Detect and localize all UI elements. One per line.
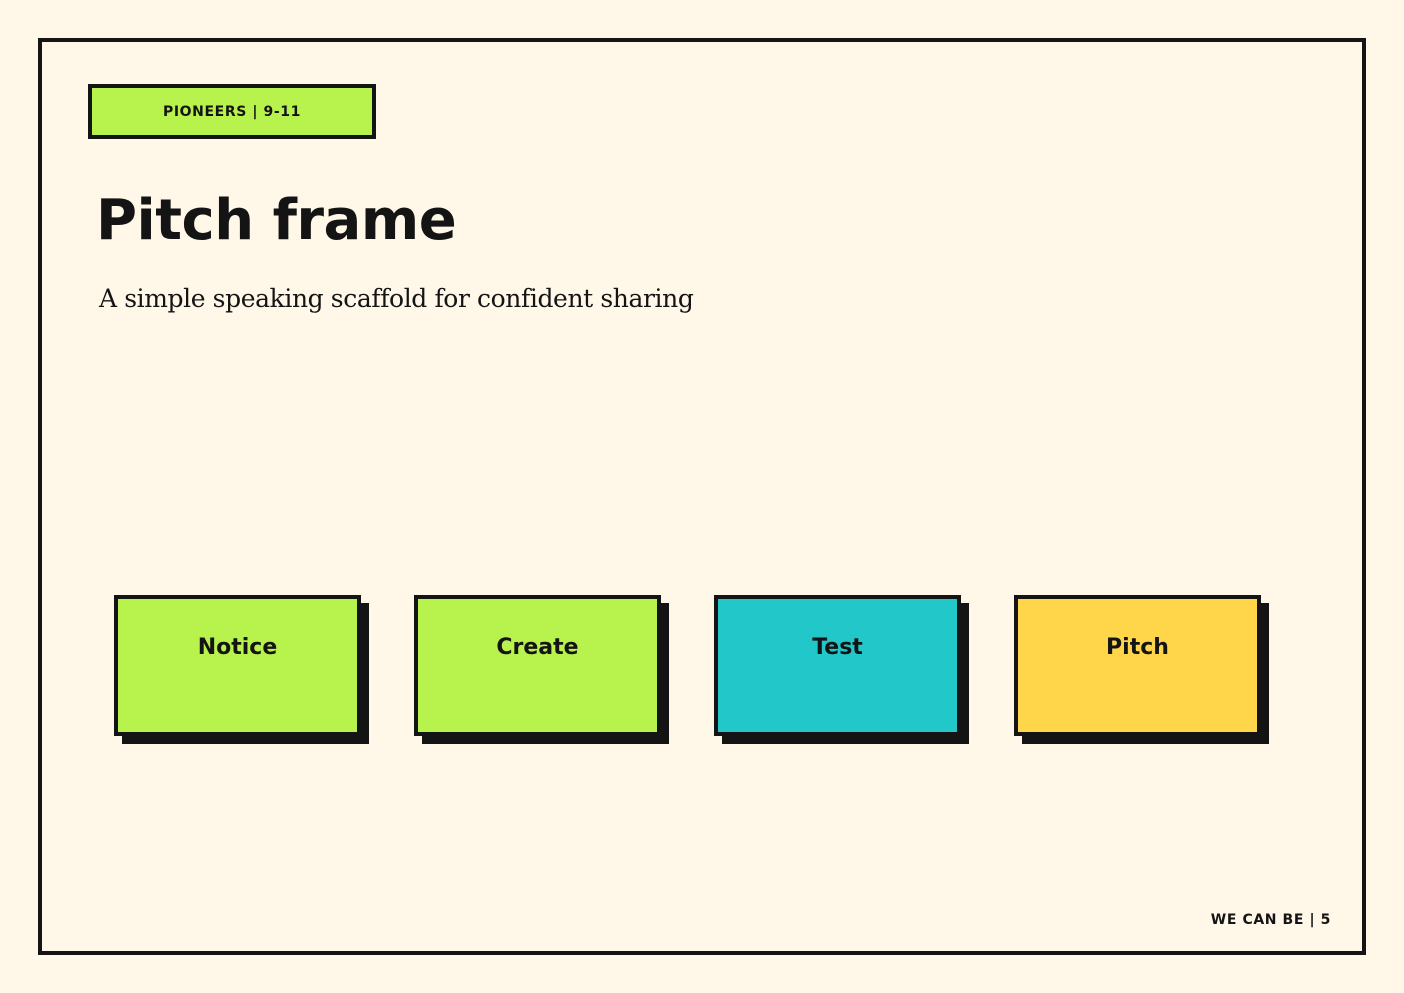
footer-page-label: WE CAN BE | 5: [1210, 912, 1331, 928]
step-card-row: Notice Create Test Pitch: [114, 595, 1274, 755]
page-subtitle: A simple speaking scaffold for confident…: [99, 284, 694, 313]
section-tag: PIONEERS | 9-11: [88, 84, 376, 139]
page-title: Pitch frame: [96, 188, 457, 253]
step-card-label: Test: [812, 635, 863, 660]
step-card-pitch[interactable]: Pitch: [1014, 595, 1261, 736]
step-card-label: Pitch: [1106, 635, 1169, 660]
step-card-create[interactable]: Create: [414, 595, 661, 736]
step-card-label: Notice: [197, 635, 278, 660]
slide-frame: [38, 38, 1366, 955]
step-card-notice[interactable]: Notice: [114, 595, 361, 736]
step-card-test[interactable]: Test: [714, 595, 961, 736]
step-card-label: Create: [496, 635, 579, 660]
section-tag-label: PIONEERS | 9-11: [163, 103, 301, 120]
